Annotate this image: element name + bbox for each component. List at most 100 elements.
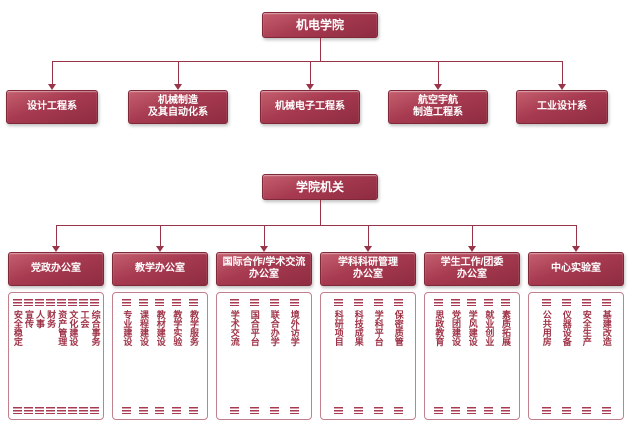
list-icon bbox=[333, 407, 343, 414]
dept-node-design-engineering: 设计工程系 bbox=[6, 90, 98, 124]
dept-node-mechatronics: 机械电子工程系 bbox=[260, 90, 360, 124]
connector-line bbox=[310, 61, 311, 84]
sub-item-label: 教学实验 bbox=[172, 310, 183, 346]
sub-item-label: 综合事务 bbox=[90, 310, 101, 346]
connector-line bbox=[438, 61, 439, 84]
office-node-label: 学生工作/团委 办公室 bbox=[440, 256, 504, 281]
list-icon bbox=[172, 299, 182, 306]
dept-node-label: 机械电子工程系 bbox=[275, 100, 345, 112]
sub-item: 就业创业 bbox=[484, 299, 494, 414]
list-icon bbox=[12, 299, 22, 306]
arrow-down-icon bbox=[174, 84, 182, 90]
list-icon bbox=[561, 407, 571, 414]
arrow-down-icon bbox=[434, 84, 442, 90]
connector-line bbox=[52, 61, 562, 62]
sub-item: 财务 bbox=[45, 299, 57, 414]
sub-item-label: 科研项目 bbox=[333, 310, 344, 346]
sub-item: 安全生产 bbox=[581, 299, 592, 414]
list-icon bbox=[68, 299, 78, 306]
list-icon bbox=[601, 407, 611, 414]
list-icon bbox=[581, 299, 591, 306]
office-node-teaching: 教学办公室 bbox=[112, 252, 208, 286]
list-icon bbox=[289, 299, 299, 306]
dept-node-label: 工业设计系 bbox=[537, 100, 587, 112]
office-node-research: 学科科研管理 办公室 bbox=[320, 252, 416, 286]
list-icon bbox=[434, 299, 444, 306]
sub-item: 党团建设 bbox=[450, 299, 461, 414]
dept-node-label: 机械制造 及其自动化系 bbox=[148, 94, 208, 119]
office-items-panel: 安全稳定 宣传 人事 财务 资产管理 文化建设 bbox=[8, 292, 104, 420]
connector-line bbox=[56, 225, 57, 246]
sub-item: 学风建设 bbox=[467, 299, 478, 414]
connector-line bbox=[264, 225, 265, 246]
dept-node-label: 设计工程系 bbox=[27, 100, 77, 112]
sub-item-label: 境外访学 bbox=[289, 310, 300, 346]
office-items-panel: 学术交流 国合平台 联合办学 境外访学 bbox=[216, 292, 312, 420]
sub-item-label: 财务 bbox=[46, 310, 57, 328]
sub-item-label: 思政教育 bbox=[434, 310, 445, 346]
office-node-label: 教学办公室 bbox=[135, 262, 185, 274]
list-icon bbox=[229, 407, 239, 414]
list-icon bbox=[269, 299, 279, 306]
root-node-label: 机电学院 bbox=[295, 17, 344, 32]
list-icon bbox=[450, 299, 460, 306]
arrow-down-icon bbox=[260, 246, 268, 252]
list-icon bbox=[138, 299, 148, 306]
list-icon bbox=[90, 407, 100, 414]
list-icon bbox=[188, 299, 198, 306]
list-icon bbox=[541, 407, 551, 414]
connector-line bbox=[472, 225, 473, 246]
sub-item: 专业建设 bbox=[122, 299, 132, 414]
list-icon bbox=[79, 299, 89, 306]
sub-item-label: 就业创业 bbox=[484, 310, 495, 346]
list-icon bbox=[484, 407, 494, 414]
sub-item: 境外访学 bbox=[289, 299, 300, 414]
list-icon bbox=[484, 299, 494, 306]
list-icon bbox=[353, 407, 363, 414]
sub-item-label: 安全生产 bbox=[581, 310, 592, 346]
list-icon bbox=[57, 299, 67, 306]
sub-item-label: 科技成果 bbox=[353, 310, 364, 346]
connector-line bbox=[160, 225, 161, 246]
connector-line bbox=[52, 61, 53, 84]
arrow-down-icon bbox=[364, 246, 372, 252]
sub-item: 人事 bbox=[34, 299, 46, 414]
list-icon bbox=[500, 299, 510, 306]
list-icon bbox=[373, 407, 383, 414]
list-icon bbox=[333, 299, 343, 306]
list-icon bbox=[373, 299, 383, 306]
connector-line bbox=[576, 225, 577, 246]
list-icon bbox=[269, 407, 279, 414]
sub-item-label: 课程建设 bbox=[139, 310, 150, 346]
dept-node-industrial-design: 工业设计系 bbox=[516, 90, 608, 124]
sub-item-label: 教学服务 bbox=[189, 310, 199, 346]
office-node-international: 国际合作/学术交流 办公室 bbox=[216, 252, 312, 286]
sub-item-label: 人事 bbox=[35, 310, 46, 328]
sub-item: 文化建设 bbox=[68, 299, 78, 414]
dept-node-label: 航空宇航 制造工程系 bbox=[413, 94, 463, 119]
dept-node-mechanical-manufacturing: 机械制造 及其自动化系 bbox=[128, 90, 228, 124]
sub-item: 教学服务 bbox=[188, 299, 199, 414]
office-items-panel: 科研项目 科技成果 学科平台 保密质管 bbox=[320, 292, 416, 420]
list-icon bbox=[561, 299, 571, 306]
office-node-label: 中心实验室 bbox=[551, 262, 601, 274]
list-icon bbox=[450, 407, 460, 414]
list-icon bbox=[79, 407, 89, 414]
sub-item-label: 学科平台 bbox=[373, 310, 384, 346]
sub-item-label: 基建改造 bbox=[601, 310, 612, 346]
sub-item: 保密质管 bbox=[393, 299, 404, 414]
sub-item: 学科平台 bbox=[373, 299, 384, 414]
list-icon bbox=[68, 407, 78, 414]
office-node-student-affairs: 学生工作/团委 办公室 bbox=[424, 252, 520, 286]
sub-item: 国合平台 bbox=[249, 299, 260, 414]
list-icon bbox=[34, 299, 44, 306]
sub-item: 素质拓展 bbox=[500, 299, 511, 414]
sub-item: 安全稳定 bbox=[12, 299, 23, 414]
list-icon bbox=[23, 299, 33, 306]
sub-item: 教材建设 bbox=[155, 299, 166, 414]
arrow-down-icon bbox=[156, 246, 164, 252]
list-icon bbox=[122, 407, 132, 414]
list-icon bbox=[393, 407, 403, 414]
list-icon bbox=[581, 407, 591, 414]
